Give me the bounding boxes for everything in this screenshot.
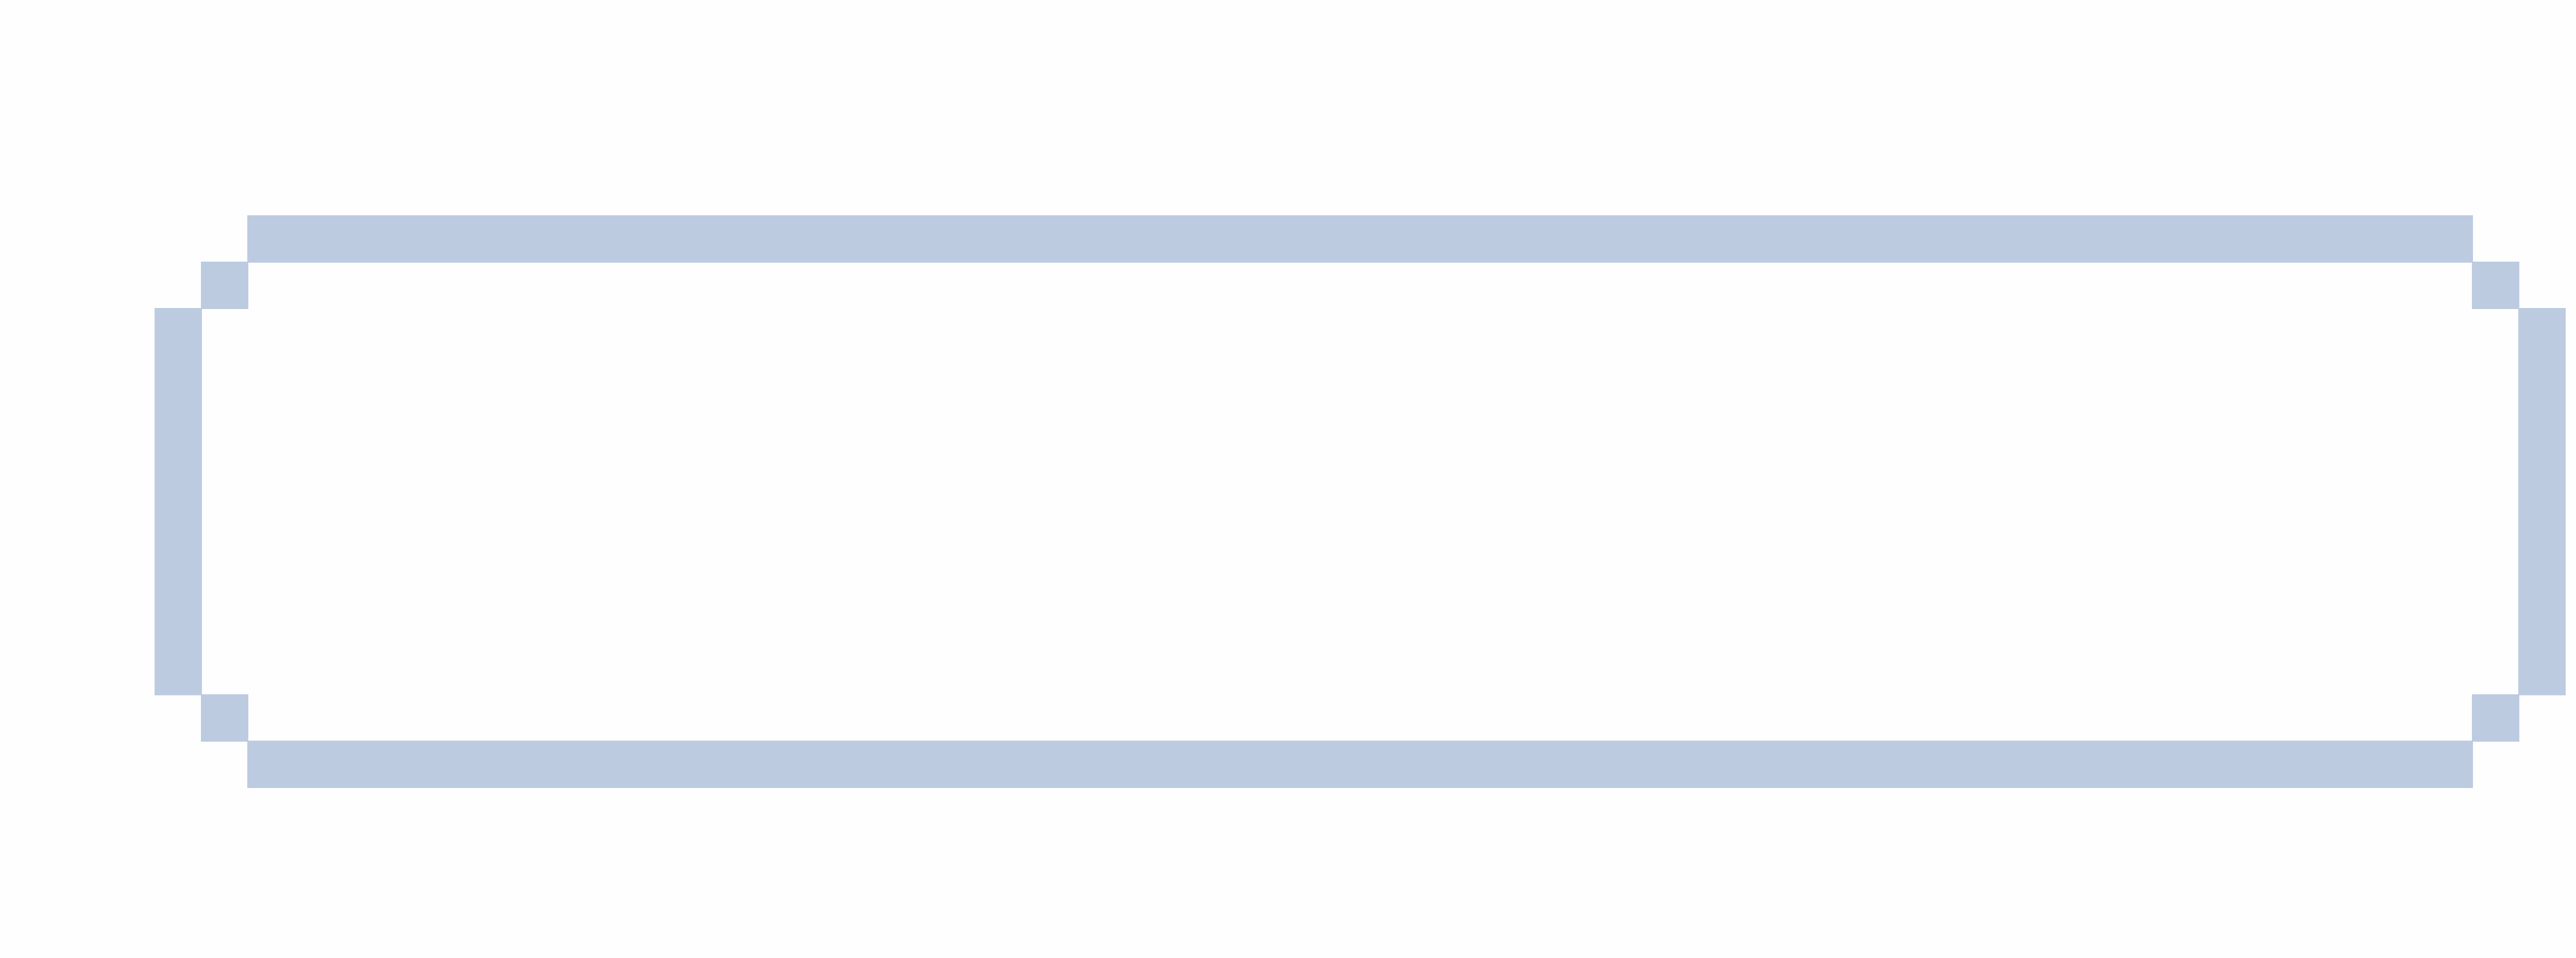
frame-right-edge xyxy=(2518,308,2566,695)
frame-corner-bottom-right xyxy=(2472,694,2519,742)
frame-corner-top-right xyxy=(2472,262,2519,309)
frame-corner-bottom-left xyxy=(201,694,248,742)
frame-bottom-edge xyxy=(247,741,2473,788)
frame-left-edge xyxy=(155,308,202,695)
frame-corner-top-left xyxy=(201,262,248,309)
frame-top-edge xyxy=(247,215,2473,263)
empty-panel-field[interactable] xyxy=(202,263,2518,741)
